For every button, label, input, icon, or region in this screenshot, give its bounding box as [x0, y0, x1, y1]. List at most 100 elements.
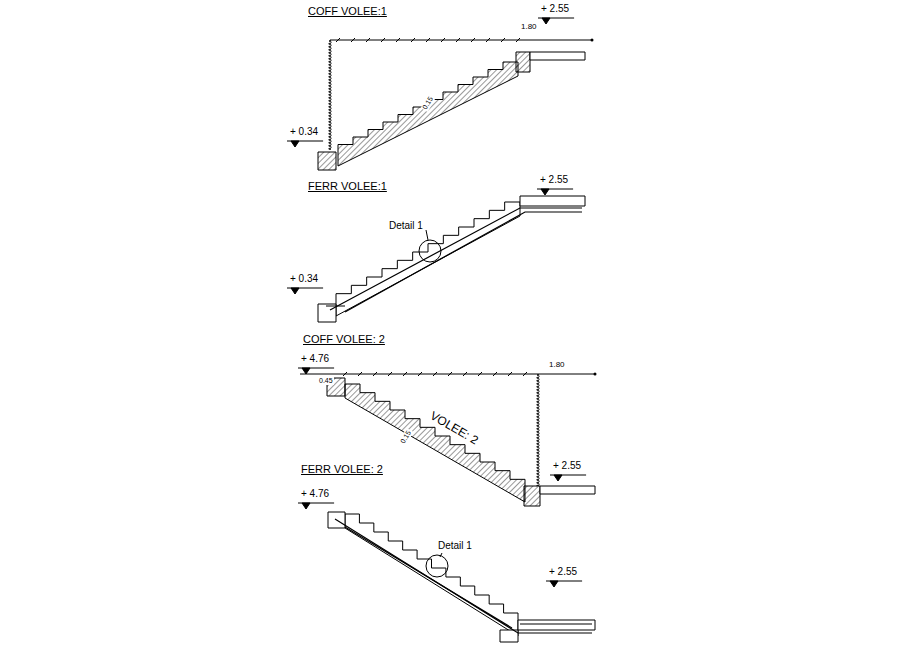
formwork-line — [537, 374, 539, 486]
level-triangle — [541, 189, 549, 195]
dimension-tick — [418, 372, 422, 376]
landing-slab — [518, 620, 595, 630]
formwork-tick — [536, 427, 540, 429]
level-mark: + 0.34 — [289, 126, 319, 137]
formwork-tick — [328, 144, 332, 146]
formwork-tick — [328, 54, 332, 56]
formwork-tick — [536, 469, 540, 471]
formwork-tick — [536, 430, 540, 432]
dimension-tick — [403, 372, 407, 376]
dimension-tick — [523, 372, 527, 376]
level-triangle — [291, 288, 299, 294]
dimension-tick — [366, 38, 370, 42]
detail-circle — [426, 555, 448, 577]
formwork-tick — [328, 72, 332, 74]
formwork-tick — [328, 96, 332, 98]
dimension-tick — [486, 38, 490, 42]
formwork-tick — [536, 388, 540, 390]
dimension-tick — [448, 372, 452, 376]
dimension-tick — [426, 38, 430, 42]
level-mark: + 0.34 — [289, 273, 319, 284]
formwork-tick — [536, 442, 540, 444]
dimension-tick — [501, 38, 505, 42]
level-mark: + 4.76 — [300, 353, 330, 364]
formwork-tick — [536, 385, 540, 387]
formwork-tick — [536, 382, 540, 384]
formwork-tick — [536, 460, 540, 462]
dimension-tick — [433, 372, 437, 376]
support-block — [318, 304, 336, 322]
dimension-tick — [456, 38, 460, 42]
landing-slab — [530, 52, 585, 60]
formwork-tick — [328, 138, 332, 140]
support-block — [516, 52, 530, 72]
formwork-tick — [536, 421, 540, 423]
level-mark: + 2.55 — [539, 174, 569, 185]
formwork-tick — [536, 448, 540, 450]
dimension-dot — [591, 39, 594, 42]
landing-slab — [540, 486, 595, 494]
dimension-tick — [396, 38, 400, 42]
support-block — [524, 486, 540, 506]
level-mark: + 4.76 — [300, 488, 330, 499]
stair-flight — [345, 514, 518, 636]
level-mark: + 2.55 — [552, 460, 582, 471]
formwork-tick — [536, 466, 540, 468]
formwork-tick — [328, 87, 332, 89]
formwork-tick — [536, 463, 540, 465]
section-title: COFF VOLEE:1 — [307, 5, 388, 17]
formwork-tick — [328, 141, 332, 143]
formwork-tick — [536, 481, 540, 483]
formwork-tick — [536, 391, 540, 393]
formwork-tick — [328, 78, 332, 80]
rebar — [520, 623, 592, 624]
formwork-tick — [328, 51, 332, 53]
formwork-tick — [536, 406, 540, 408]
level-triangle — [554, 475, 562, 481]
section-title: COFF VOLEE: 2 — [302, 333, 386, 345]
formwork-tick — [328, 93, 332, 95]
landing-slab — [520, 196, 585, 206]
leader-line — [440, 553, 442, 557]
level-triangle — [302, 503, 310, 509]
formwork-tick — [328, 114, 332, 116]
dimension-tick — [441, 38, 445, 42]
formwork-tick — [536, 472, 540, 474]
dimension: 0.15 — [399, 428, 413, 445]
formwork-tick — [328, 81, 332, 83]
formwork-tick — [328, 123, 332, 125]
formwork-tick — [536, 376, 540, 378]
formwork-tick — [328, 57, 332, 59]
dimension-tick — [493, 372, 497, 376]
formwork-tick — [328, 126, 332, 128]
dimension: 1.80 — [520, 23, 538, 32]
section-title: FERR VOLEE: 2 — [300, 463, 384, 475]
leader-line — [426, 230, 428, 240]
formwork-tick — [328, 60, 332, 62]
formwork-tick — [328, 132, 332, 134]
formwork-tick — [328, 84, 332, 86]
dimension: 1.80 — [548, 361, 566, 370]
formwork-tick — [328, 105, 332, 107]
stair-flight — [336, 202, 520, 316]
dimension-tick — [343, 372, 347, 376]
detail-callout: Detail 1 — [388, 220, 424, 231]
dimension: 0.45 — [318, 377, 334, 385]
section-title: FERR VOLEE:1 — [307, 180, 388, 192]
formwork-tick — [328, 147, 332, 149]
formwork-tick — [536, 403, 540, 405]
rebar — [335, 519, 592, 633]
formwork-tick — [328, 45, 332, 47]
formwork-tick — [536, 424, 540, 426]
level-mark: + 2.55 — [540, 3, 570, 14]
level-mark: + 2.55 — [548, 566, 578, 577]
formwork-tick — [536, 433, 540, 435]
dimension-tick — [388, 372, 392, 376]
formwork-tick — [536, 418, 540, 420]
dimension-tick — [351, 38, 355, 42]
formwork-tick — [536, 454, 540, 456]
level-triangle — [550, 581, 558, 587]
formwork-tick — [328, 135, 332, 137]
formwork-tick — [328, 102, 332, 104]
